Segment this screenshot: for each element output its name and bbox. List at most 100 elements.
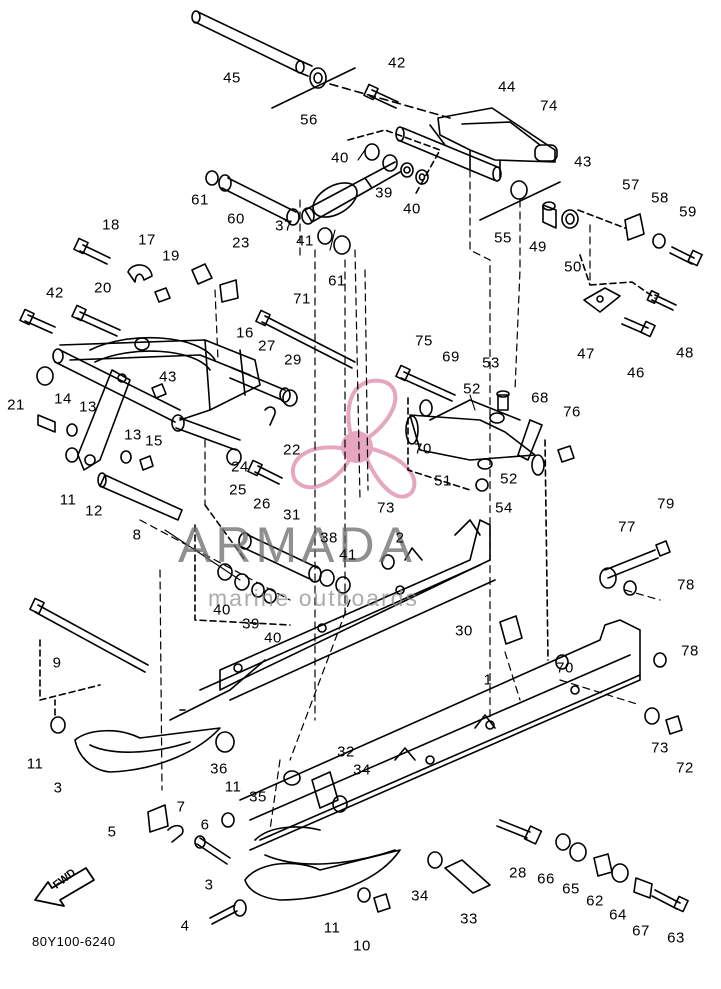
callout-70: 70 <box>414 440 432 458</box>
propeller-logo-icon <box>291 378 417 499</box>
callout-61: 61 <box>328 272 346 290</box>
callout-29: 29 <box>284 351 302 369</box>
bolt-53 <box>496 390 510 411</box>
callout-42: 42 <box>388 54 406 72</box>
callout-67: 67 <box>632 922 650 940</box>
caps-23 <box>191 263 239 303</box>
solid-leaders <box>164 149 476 581</box>
callout-44: 44 <box>498 78 516 96</box>
bolt-46 <box>621 317 656 338</box>
bracket-51 <box>405 399 545 476</box>
bolt-54 <box>475 478 489 492</box>
bush-21 <box>36 366 54 386</box>
callout-61: 61 <box>191 191 209 209</box>
callout-42: 42 <box>46 284 64 302</box>
callout-45: 45 <box>223 69 241 87</box>
bolt-59 <box>669 246 703 267</box>
callout-53: 53 <box>482 354 500 372</box>
callout-43: 43 <box>159 368 177 386</box>
construction-lines <box>139 169 661 831</box>
callout-40: 40 <box>213 601 231 619</box>
clip-35-ring <box>283 770 301 786</box>
callout-4: 4 <box>180 917 190 935</box>
callout-51: 51 <box>434 472 452 490</box>
bolt-77 <box>599 549 659 589</box>
callout-34: 34 <box>411 887 429 905</box>
dash-line-59 <box>577 209 626 229</box>
callout-17: 17 <box>138 231 156 249</box>
callout-75: 75 <box>415 332 433 350</box>
shaft-45 <box>191 10 313 77</box>
callout-66: 66 <box>537 870 555 888</box>
nut-19 <box>154 287 171 303</box>
shaft-27 <box>229 367 291 403</box>
callout-40: 40 <box>264 629 282 647</box>
bolt-42-left <box>19 308 56 334</box>
washer-70-upper <box>419 399 433 417</box>
callout-46: 46 <box>627 364 645 382</box>
callout-55: 55 <box>494 229 512 247</box>
callout-78: 78 <box>677 576 695 594</box>
block-62 <box>593 853 613 877</box>
dash-box-51 <box>407 397 549 661</box>
callout-69: 69 <box>442 348 460 366</box>
callout-32: 32 <box>337 743 355 761</box>
callout-65: 65 <box>562 880 580 898</box>
callout-11: 11 <box>26 755 44 773</box>
callout-68: 68 <box>531 389 549 407</box>
collar-36 <box>215 731 235 753</box>
callout-41: 41 <box>339 546 357 564</box>
shaft-24 <box>171 414 241 451</box>
nut-79 <box>655 540 671 557</box>
bush-38 <box>319 569 335 587</box>
callout-16: 16 <box>236 324 254 342</box>
callout-60: 60 <box>227 210 245 228</box>
link-68 <box>517 419 543 461</box>
bolt-26 <box>247 459 283 485</box>
watermark-brand: ARMADA <box>178 517 416 573</box>
washer-73-lower <box>644 707 660 725</box>
collar-41 <box>317 227 351 255</box>
callout-49: 49 <box>529 238 547 256</box>
callout-71: 71 <box>293 290 311 308</box>
callout-13: 13 <box>124 426 142 444</box>
clip-7 <box>167 824 184 843</box>
washer-73-upper <box>381 554 395 570</box>
callout-39: 39 <box>375 184 393 202</box>
callout-3: 3 <box>53 779 63 797</box>
callout-34: 34 <box>353 761 371 779</box>
sleeve-33 <box>444 859 491 894</box>
callout-10: 10 <box>353 937 371 955</box>
callout-73: 73 <box>377 499 395 517</box>
washer-13-a <box>66 423 78 437</box>
nut-15 <box>139 455 154 471</box>
washers-40-39 <box>364 143 429 185</box>
bolt-42-top <box>363 83 399 109</box>
callout-52: 52 <box>500 470 518 488</box>
callout-37: 37 <box>275 217 293 235</box>
callout-7: 7 <box>176 798 186 816</box>
bush-25 <box>226 448 242 466</box>
bush-65 <box>569 842 587 862</box>
cap-50 <box>561 209 579 229</box>
washer-52-a <box>489 412 505 424</box>
callout-62: 62 <box>586 892 604 910</box>
bracket-5 <box>147 804 169 833</box>
rod-71 <box>255 309 356 369</box>
clip-67 <box>633 877 653 899</box>
washer-13-b <box>120 450 132 464</box>
callout-13: 13 <box>79 398 97 416</box>
callout-76: 76 <box>563 403 581 421</box>
dash-box-9 <box>39 639 101 716</box>
nut-10 <box>373 893 391 913</box>
callout-52: 52 <box>463 380 481 398</box>
tube-main <box>52 348 181 423</box>
washer-66 <box>555 833 571 851</box>
callout-54: 54 <box>495 499 513 517</box>
washer-11-low-b <box>357 887 371 903</box>
bush-64 <box>611 863 629 883</box>
bush-35 <box>311 771 339 809</box>
callout-20: 20 <box>94 279 112 297</box>
